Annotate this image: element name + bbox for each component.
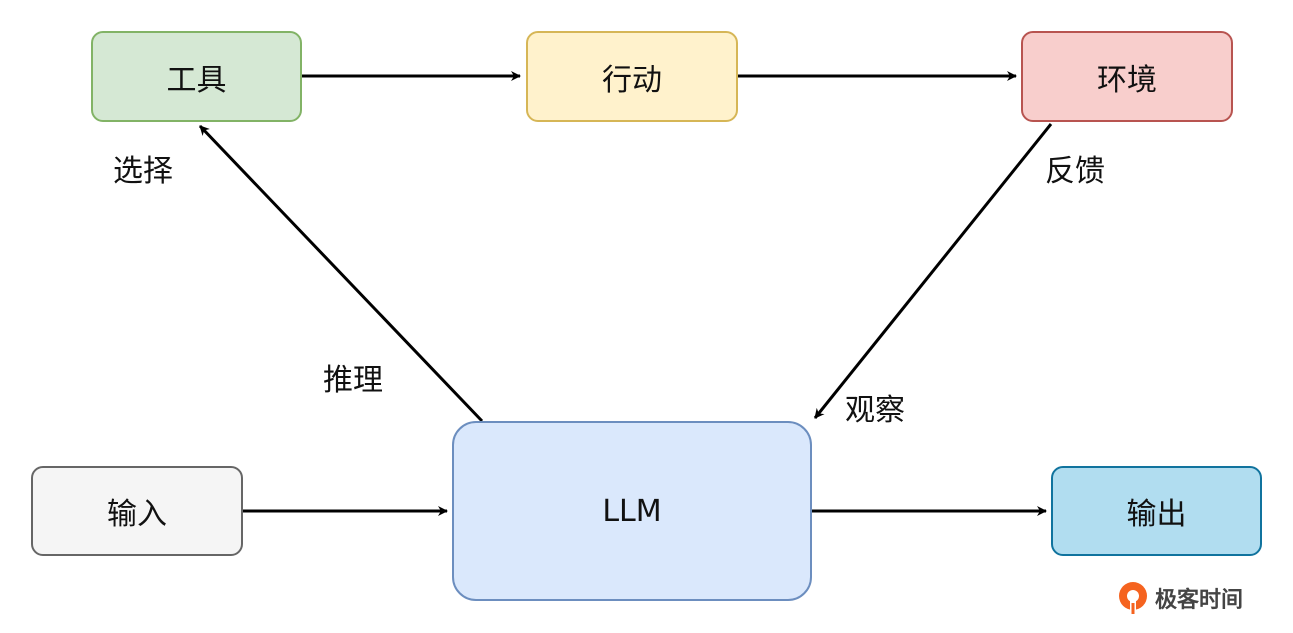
node-output-label: 输出	[1126, 497, 1187, 532]
node-environment: 环境	[1021, 31, 1233, 122]
geektime-logo-icon	[1119, 582, 1147, 614]
node-llm: LLM	[452, 421, 812, 601]
edge-label-reason: 推理	[323, 363, 383, 398]
node-input: 输入	[31, 466, 243, 556]
node-tool: 工具	[91, 31, 302, 122]
edge-label-feedback: 反馈	[1045, 154, 1105, 189]
edge-label-observe: 观察	[845, 393, 905, 428]
watermark-text: 极客时间	[1155, 588, 1244, 613]
node-tool-label: 工具	[166, 62, 227, 98]
node-output: 输出	[1051, 466, 1262, 556]
edge-label-select: 选择	[113, 154, 173, 189]
node-action-label: 行动	[602, 62, 662, 98]
node-input-label: 输入	[107, 497, 167, 532]
edge-env-to-llm	[813, 123, 1053, 419]
node-llm-label: LLM	[602, 493, 662, 529]
edge-llm-to-tool	[198, 124, 484, 423]
watermark: 极客时间	[1116, 581, 1243, 615]
node-environment-label: 环境	[1097, 62, 1157, 98]
node-action: 行动	[526, 31, 738, 122]
